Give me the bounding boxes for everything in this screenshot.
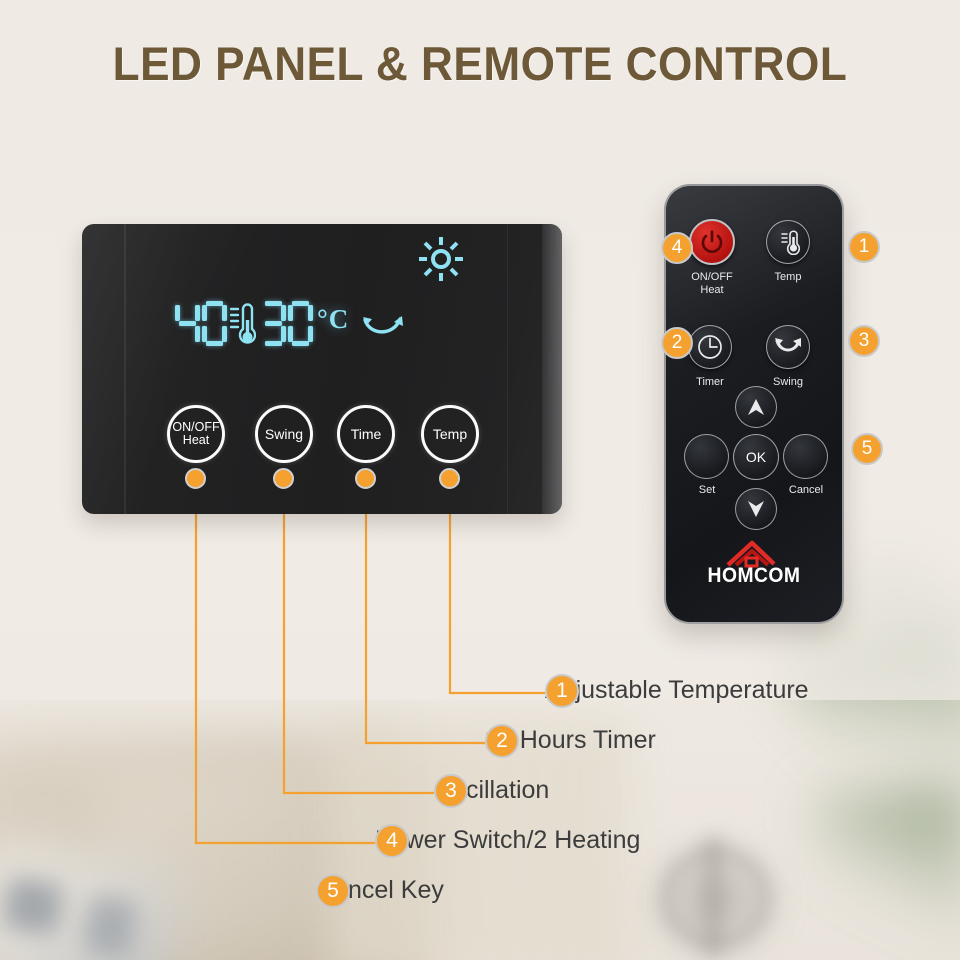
brand-wordmark: HOMCOM xyxy=(707,564,801,587)
remote-up-button[interactable] xyxy=(735,386,777,428)
background-lamp-ring xyxy=(662,848,770,948)
panel-button-label: Time xyxy=(350,425,382,442)
temperature-value xyxy=(261,301,313,347)
power-icon xyxy=(701,230,723,253)
legend-badge: 1 xyxy=(545,673,579,708)
legend-item-2: 2 24 Hours Timer xyxy=(485,723,656,758)
timer-value xyxy=(175,301,227,347)
panel-button-onoff-heat[interactable]: ON/OFF Heat xyxy=(167,405,225,463)
legend-badge: 4 xyxy=(375,823,409,858)
led-display: °C xyxy=(175,300,404,348)
seven-segment-digit xyxy=(288,301,313,347)
panel-indicator-dot xyxy=(273,468,294,489)
chevron-down-icon xyxy=(748,501,764,517)
remote-power-button[interactable] xyxy=(689,219,735,265)
brand-logo: HOMCOM xyxy=(699,538,809,588)
remote-swing-button[interactable] xyxy=(766,325,810,369)
panel-button-swing[interactable]: Swing xyxy=(255,405,313,463)
panel-button-label: ON/OFF xyxy=(172,419,220,434)
remote-badge-swing: 3 xyxy=(848,325,880,357)
seven-segment-digit xyxy=(202,301,227,347)
remote-timer-button[interactable] xyxy=(688,325,732,369)
chevron-up-icon xyxy=(748,399,764,415)
remote-cancel-label: Cancel xyxy=(788,484,824,496)
thermometer-icon xyxy=(781,230,800,255)
panel-indicator-dot xyxy=(439,468,460,489)
remote-cancel-button[interactable] xyxy=(783,434,828,479)
remote-swing-label: Swing xyxy=(773,376,803,388)
legend-label: Power Switch/2 Heating xyxy=(375,826,641,854)
remote-ok-button[interactable]: OK xyxy=(733,434,779,480)
legend-badge: 5 xyxy=(316,873,350,908)
remote-set-button[interactable] xyxy=(684,434,729,479)
remote-set-label: Set xyxy=(698,484,716,496)
legend-item-3: 3 Oscillation xyxy=(434,773,549,808)
temperature-unit: °C xyxy=(317,303,350,334)
swing-arrow-icon xyxy=(775,338,801,352)
legend-badge: 2 xyxy=(485,723,519,758)
panel-button-temp[interactable]: Temp xyxy=(421,405,479,463)
remote-badge-cancel: 5 xyxy=(851,433,883,465)
background-pillow-pattern xyxy=(81,894,139,960)
legend-label: Adjustable Temperature xyxy=(545,676,809,704)
panel-button-label: Temp xyxy=(432,425,468,442)
remote-badge-timer: 2 xyxy=(661,327,693,359)
clock-icon xyxy=(698,335,722,359)
panel-edge-strip xyxy=(542,224,562,514)
house-roof-icon xyxy=(726,540,776,568)
panel-indicator-dot xyxy=(185,468,206,489)
panel-seam-left xyxy=(124,224,126,514)
panel-gloss xyxy=(82,224,562,514)
legend-item-4: 4 Power Switch/2 Heating xyxy=(375,823,641,858)
remote-badge-temp: 1 xyxy=(848,231,880,263)
seven-segment-digit xyxy=(261,301,286,347)
panel-seam-right xyxy=(506,224,508,514)
thermometer-icon xyxy=(230,303,256,344)
panel-button-label: Swing xyxy=(264,425,304,442)
remote-power-label: ON/OFF Heat xyxy=(691,271,733,296)
swing-arrow-icon xyxy=(363,316,404,334)
sun-icon xyxy=(419,237,463,281)
seven-segment-digit xyxy=(175,301,200,347)
legend-item-5: 5 Cancel Key xyxy=(316,873,444,908)
remote-control: ON/OFF Heat Temp Timer xyxy=(664,184,844,624)
page-title: LED PANEL & REMOTE CONTROL xyxy=(112,37,848,90)
panel-button-sublabel: Heat xyxy=(182,433,210,447)
legend-item-1: 1 Adjustable Temperature xyxy=(545,673,809,708)
background-lamp-stand xyxy=(705,838,721,956)
panel-indicator-dot xyxy=(355,468,376,489)
remote-down-button[interactable] xyxy=(735,488,777,530)
remote-timer-label: Timer xyxy=(696,376,724,388)
background-pillow-pattern xyxy=(0,875,66,937)
legend-badge: 3 xyxy=(434,773,468,808)
remote-badge-power: 4 xyxy=(661,232,693,264)
panel-button-time[interactable]: Time xyxy=(337,405,395,463)
led-control-panel xyxy=(82,224,562,514)
remote-temp-label: Temp xyxy=(774,271,802,283)
remote-temp-button[interactable] xyxy=(766,220,810,264)
remote-ok-label: OK xyxy=(745,449,767,465)
